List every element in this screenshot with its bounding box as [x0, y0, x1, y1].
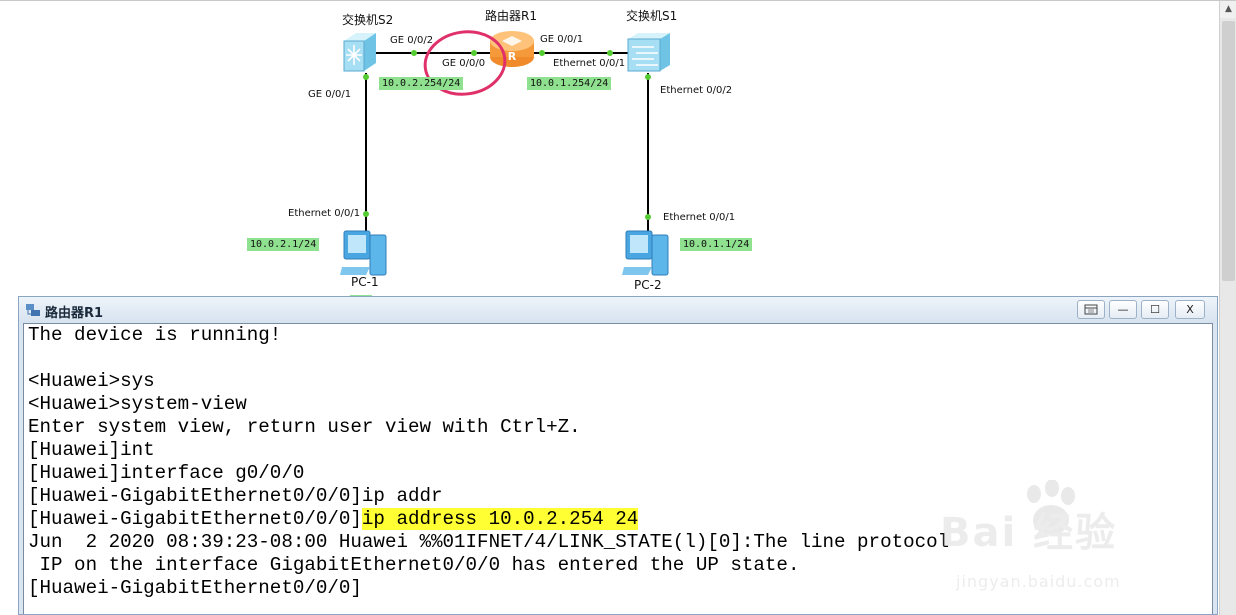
pc-icon[interactable]	[622, 230, 669, 276]
console-line: The device is running!	[28, 324, 282, 346]
port-label-pc1-eth001: Ethernet 0/0/1	[288, 208, 361, 219]
topology-canvas[interactable]: R 交换机S2 路由器R1 交换机S1 PC-1 PC	[0, 0, 1236, 301]
console-line: IP on the interface GigabitEthernet0/0/0…	[28, 554, 800, 576]
ip-tag-pc1: 10.0.2.1/24	[247, 238, 320, 251]
ip-tag-r1-s1: 10.0.1.254/24	[527, 77, 612, 90]
switch-icon[interactable]	[343, 33, 376, 72]
console-line: [Huawei-GigabitEthernet0/0/0]	[28, 577, 362, 599]
console-line: [Huawei]interface g0/0/0	[28, 462, 305, 484]
svg-text:R: R	[508, 50, 517, 63]
console-line: Enter system view, return user view with…	[28, 416, 581, 438]
port-label-r1-ge000: GE 0/0/0	[442, 58, 486, 69]
maximize-button[interactable]: ☐	[1141, 300, 1169, 319]
router-r1-label: 路由器R1	[485, 9, 537, 23]
highlight-circle	[423, 30, 507, 96]
port-label-s1-eth002: Ethernet 0/0/2	[660, 85, 733, 96]
port-label-s1-eth001: Ethernet 0/0/1	[553, 58, 626, 69]
console-output[interactable]: The device is running! <Huawei>sys <Huaw…	[23, 323, 1213, 614]
router-console-window[interactable]: 路由器R1 — ☐ X The device is running! <Huaw…	[18, 296, 1218, 615]
console-line: [Huawei]int	[28, 439, 155, 461]
pc2-label: PC-2	[634, 278, 662, 292]
ip-tag-pc2: 10.0.1.1/24	[680, 238, 753, 251]
port-dot-pc2-eth001	[645, 214, 651, 220]
ip-tag-s2-r1: 10.0.2.254/24	[379, 77, 464, 90]
close-button[interactable]: X	[1175, 300, 1205, 319]
restore-icon[interactable]	[1077, 300, 1105, 319]
port-dot-s2-ge002	[411, 50, 417, 56]
router-app-icon	[26, 304, 40, 316]
minimize-button[interactable]: —	[1109, 300, 1137, 319]
pc-icon[interactable]	[340, 230, 387, 276]
console-line: Jun 2 2020 08:39:23-08:00 Huawei %%01IFN…	[28, 531, 950, 553]
switch-s2-label: 交换机S2	[342, 13, 394, 27]
router-icon[interactable]: R	[490, 31, 534, 67]
console-line: [Huawei-GigabitEthernet0/0/0]ip addr	[28, 485, 443, 507]
port-label-pc2-eth001: Ethernet 0/0/1	[663, 212, 736, 223]
topology-scrollbar[interactable]: ▲	[1219, 1, 1236, 615]
port-dot-s1-eth002	[645, 74, 651, 80]
console-prompt: [Huawei-GigabitEthernet0/0/0]	[28, 508, 362, 530]
port-dot-pc1-eth001	[363, 211, 369, 217]
console-line: <Huawei>system-view	[28, 393, 247, 415]
topology-diagram: R	[340, 30, 670, 301]
port-dot-r1-ge001	[539, 50, 545, 56]
pc1-label: PC-1	[351, 275, 379, 289]
port-label-r1-ge001: GE 0/0/1	[540, 34, 584, 45]
console-line: <Huawei>sys	[28, 370, 155, 392]
port-dot-s1-eth001	[607, 50, 613, 56]
highlighted-command: ip address 10.0.2.254 24	[361, 508, 639, 530]
console-titlebar[interactable]: 路由器R1 — ☐ X	[19, 297, 1217, 323]
console-title: 路由器R1	[45, 306, 104, 321]
port-dot-s2-ge001	[363, 74, 369, 80]
switch-icon[interactable]	[627, 33, 670, 72]
port-label-s2-ge001: GE 0/0/1	[308, 89, 352, 100]
scroll-up-arrow-icon[interactable]: ▲	[1220, 1, 1236, 18]
port-label-s2-ge002: GE 0/0/2	[390, 35, 434, 46]
scroll-thumb[interactable]	[1222, 21, 1235, 281]
port-dot-r1-ge000	[471, 50, 477, 56]
switch-s1-label: 交换机S1	[626, 9, 678, 23]
